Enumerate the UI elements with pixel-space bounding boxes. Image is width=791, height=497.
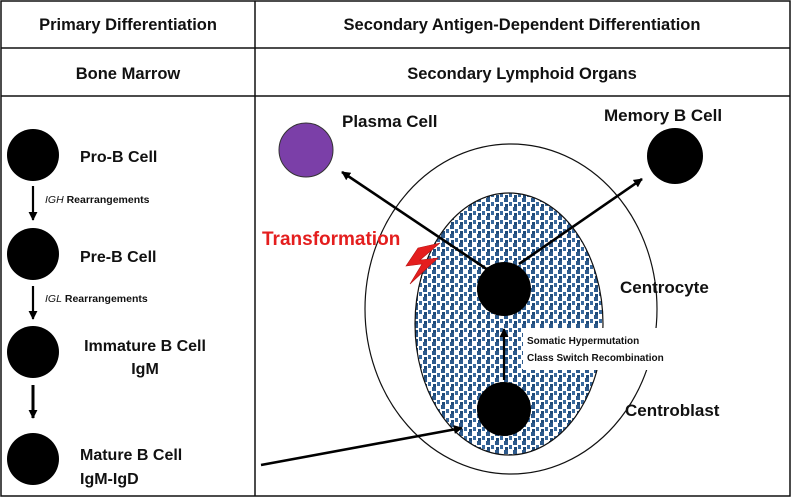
centrocyte-label: Centrocyte [620, 278, 709, 297]
centroblast-cell-icon [477, 382, 531, 436]
arrow-centrocyte-to-plasma-cell [341, 170, 489, 272]
pre-b-cell-label: Pre-B Cell [80, 249, 156, 266]
germinal-center [414, 192, 604, 456]
pre-b-cell-icon [7, 228, 59, 280]
arrow-mature-b-to-centroblast [260, 425, 463, 467]
somatic-hypermutation-label: Somatic Hypermutation [527, 336, 639, 347]
immature-b-cell-icon [7, 326, 59, 378]
centrocyte-cell-icon [477, 262, 531, 316]
plasma-cell-label: Plasma Cell [342, 112, 437, 131]
pro-b-cell-label: Pro-B Cell [80, 149, 157, 166]
header-secondary-differentiation: Secondary Antigen-Dependent Differentiat… [344, 16, 701, 34]
memory-b-cell-icon [647, 128, 703, 184]
igm-label: IgM [131, 361, 159, 378]
plasma-cell-icon [278, 122, 334, 178]
igm-igd-label: IgM-IgD [80, 471, 139, 488]
igl-rearrangements-label: IGL Rearrangements [45, 293, 148, 305]
centroblast-label: Centroblast [625, 401, 720, 420]
memory-b-cell-label: Memory B Cell [604, 106, 722, 125]
transformation-label: Transformation [262, 229, 400, 250]
class-switch-recombination-label: Class Switch Recombination [527, 353, 664, 364]
igh-rearrangements-label: IGH Rearrangements [45, 194, 150, 206]
arrow-centrocyte-to-memory-cell [518, 177, 643, 266]
subheader-bone-marrow: Bone Marrow [76, 65, 181, 83]
lightning-bolt-icon [405, 242, 441, 285]
header-primary-differentiation: Primary Differentiation [39, 16, 217, 34]
subheader-secondary-lymphoid-organs: Secondary Lymphoid Organs [407, 65, 637, 83]
immature-b-cell-label: Immature B Cell [84, 338, 206, 355]
pro-b-cell-icon [7, 129, 59, 181]
mature-b-cell-icon [7, 433, 59, 485]
process-label-box [523, 328, 688, 370]
mature-b-cell-label: Mature B Cell [80, 447, 182, 464]
